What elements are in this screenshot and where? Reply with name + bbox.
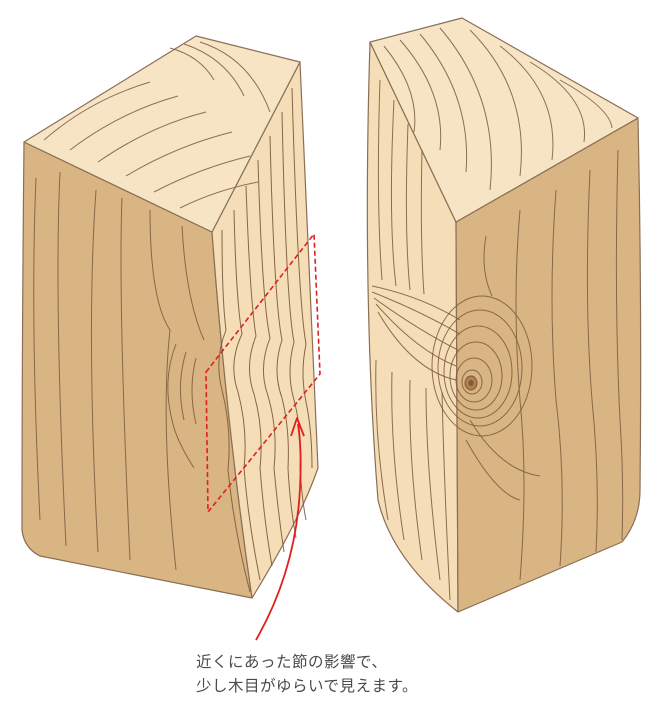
right-block-top-face <box>369 17 639 223</box>
left-block-top-face <box>23 35 301 233</box>
pointer-arrow <box>255 417 305 641</box>
right-block-left-face <box>366 41 459 613</box>
highlight-box <box>205 231 321 515</box>
knot-icon <box>464 375 478 391</box>
wood-block-left <box>21 35 321 599</box>
caption-line-2: 少し木目がゆらいで見えます。 <box>196 677 418 695</box>
left-block-right-face <box>211 61 319 599</box>
right-block-right-face <box>455 117 642 613</box>
caption: 近くにあった節の影響で、 少し木目がゆらいで見えます。 <box>196 650 636 698</box>
wood-block-right <box>366 17 642 613</box>
caption-line-1: 近くにあった節の影響で、 <box>196 653 388 671</box>
